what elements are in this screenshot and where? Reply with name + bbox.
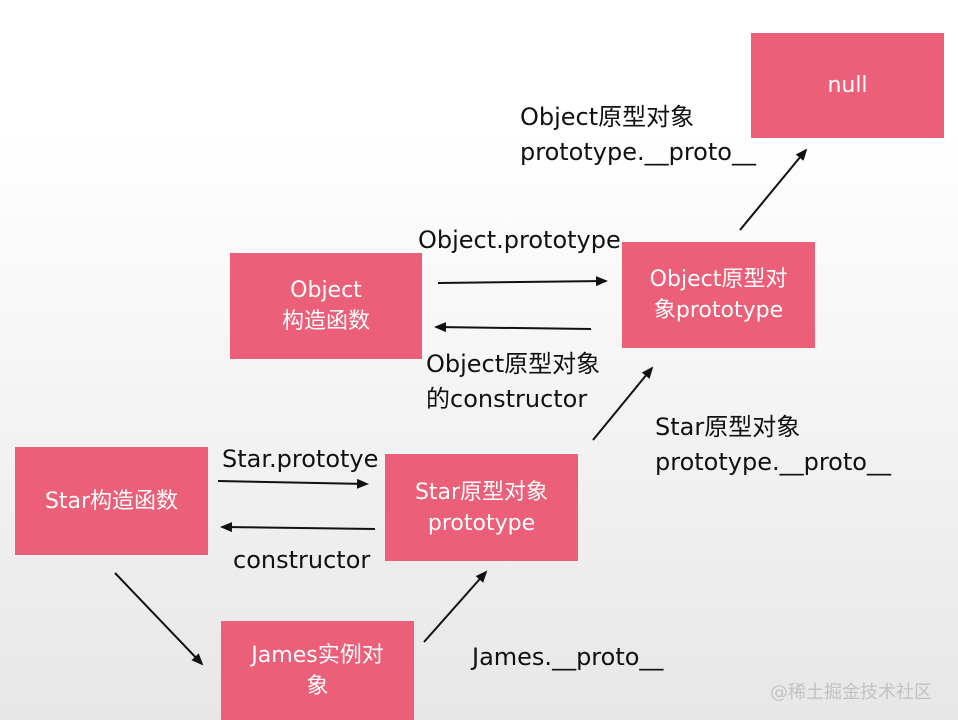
- star-constructor-node: Star构造函数: [15, 447, 208, 555]
- arrow-star-prototype: [217, 478, 369, 489]
- label-star-proto-to-object-proto: Star原型对象 prototype.__proto__: [655, 413, 891, 476]
- label-object-constructor-back: Object原型对象 的constructor: [426, 350, 601, 413]
- arrow-james-proto: [423, 570, 488, 643]
- arrow-object-prototype: [437, 276, 608, 287]
- arrow-object-proto-to-null: [739, 148, 808, 231]
- arrow-star-constructor: [220, 522, 376, 533]
- label-star-prototype: Star.prototye: [222, 445, 379, 473]
- arrow-star-proto-to-object-proto: [592, 366, 654, 441]
- null-node: null: [751, 33, 944, 138]
- star-prototype-node: Star原型对象 prototype: [385, 454, 578, 561]
- arrow-star-to-james: [114, 572, 204, 666]
- object-constructor-node: Object 构造函数: [230, 253, 422, 359]
- watermark: @稀土掘金技术社区: [770, 682, 932, 703]
- arrow-object-constructor: [434, 322, 592, 333]
- label-james-proto: James.__proto__: [472, 643, 664, 671]
- label-star-constructor-back: constructor: [233, 546, 371, 574]
- object-prototype-node: Object原型对 象prototype: [622, 242, 815, 348]
- label-object-prototype: Object.prototype: [418, 226, 621, 254]
- label-object-proto-to-null: Object原型对象 prototype.__proto__: [520, 103, 756, 166]
- james-instance-node: James实例对 象: [221, 621, 414, 720]
